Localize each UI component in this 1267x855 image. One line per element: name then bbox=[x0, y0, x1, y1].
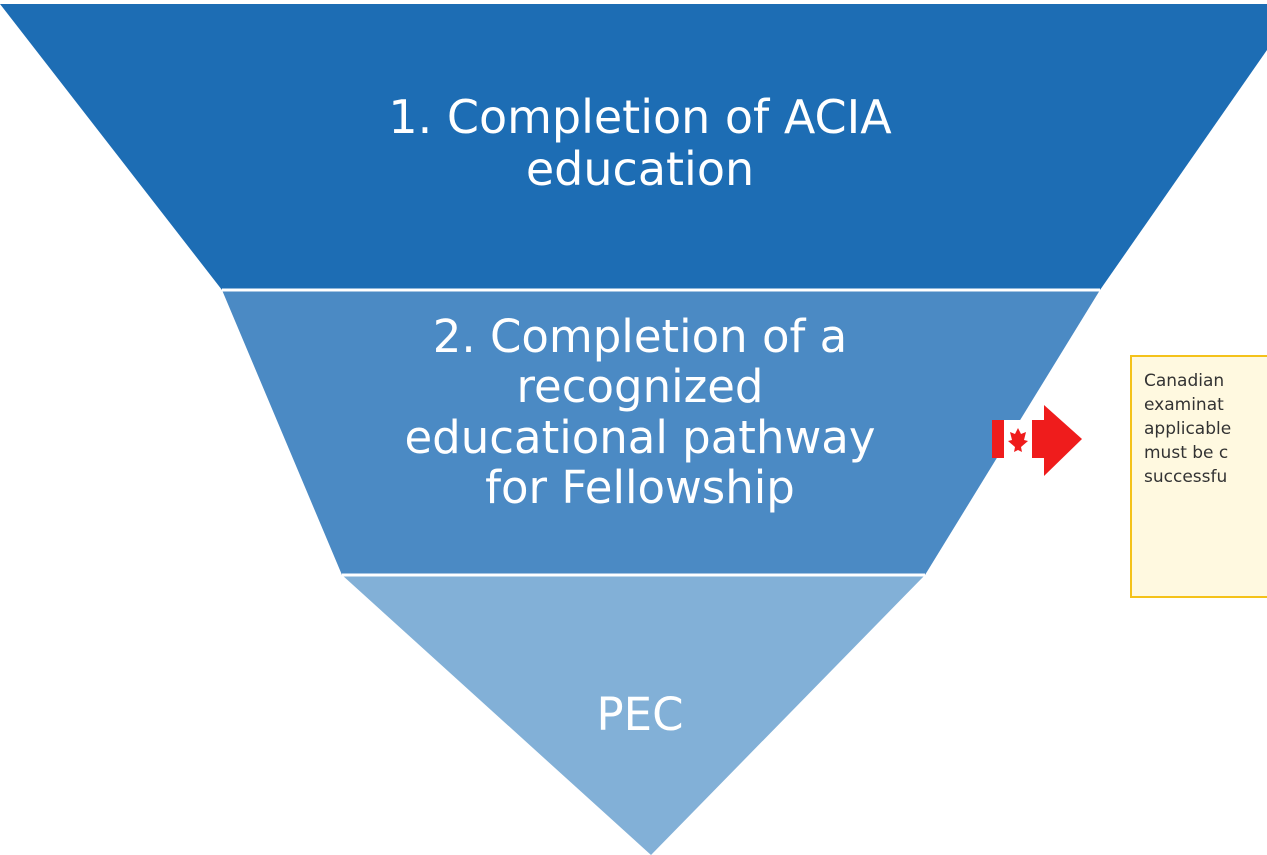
callout-line: applicable bbox=[1144, 419, 1232, 439]
tier-2-segment bbox=[222, 290, 1100, 575]
tier-1-label: 1. Completion of ACIA education bbox=[250, 90, 1030, 196]
callout-arrow bbox=[992, 405, 1082, 476]
tier-2-line: educational pathway bbox=[404, 410, 876, 464]
tier-2-label: 2. Completion of a recognized educationa… bbox=[300, 310, 980, 515]
callout-line: examinat bbox=[1144, 395, 1224, 415]
callout-line: must be c bbox=[1144, 443, 1229, 463]
tier-3-label: PEC bbox=[540, 688, 740, 741]
tier-2-line: for Fellowship bbox=[485, 461, 795, 515]
tier-1-line: education bbox=[525, 141, 755, 196]
tier-1-line: 1. Completion of ACIA bbox=[388, 90, 892, 144]
tier-2-line: 2. Completion of a bbox=[432, 310, 848, 363]
maple-leaf-icon bbox=[1008, 428, 1028, 452]
tier-3-segment bbox=[342, 575, 925, 855]
arrow-right-icon bbox=[1044, 405, 1082, 476]
callout-line: Canadian bbox=[1144, 371, 1225, 391]
tier-3-line: PEC bbox=[596, 688, 684, 741]
tier-2-line: recognized bbox=[516, 360, 764, 414]
canada-note-callout: Canadian examinat applicable must be c s… bbox=[1130, 355, 1267, 598]
tier-1-segment bbox=[0, 4, 1267, 290]
callout-line: successfu bbox=[1144, 467, 1228, 487]
